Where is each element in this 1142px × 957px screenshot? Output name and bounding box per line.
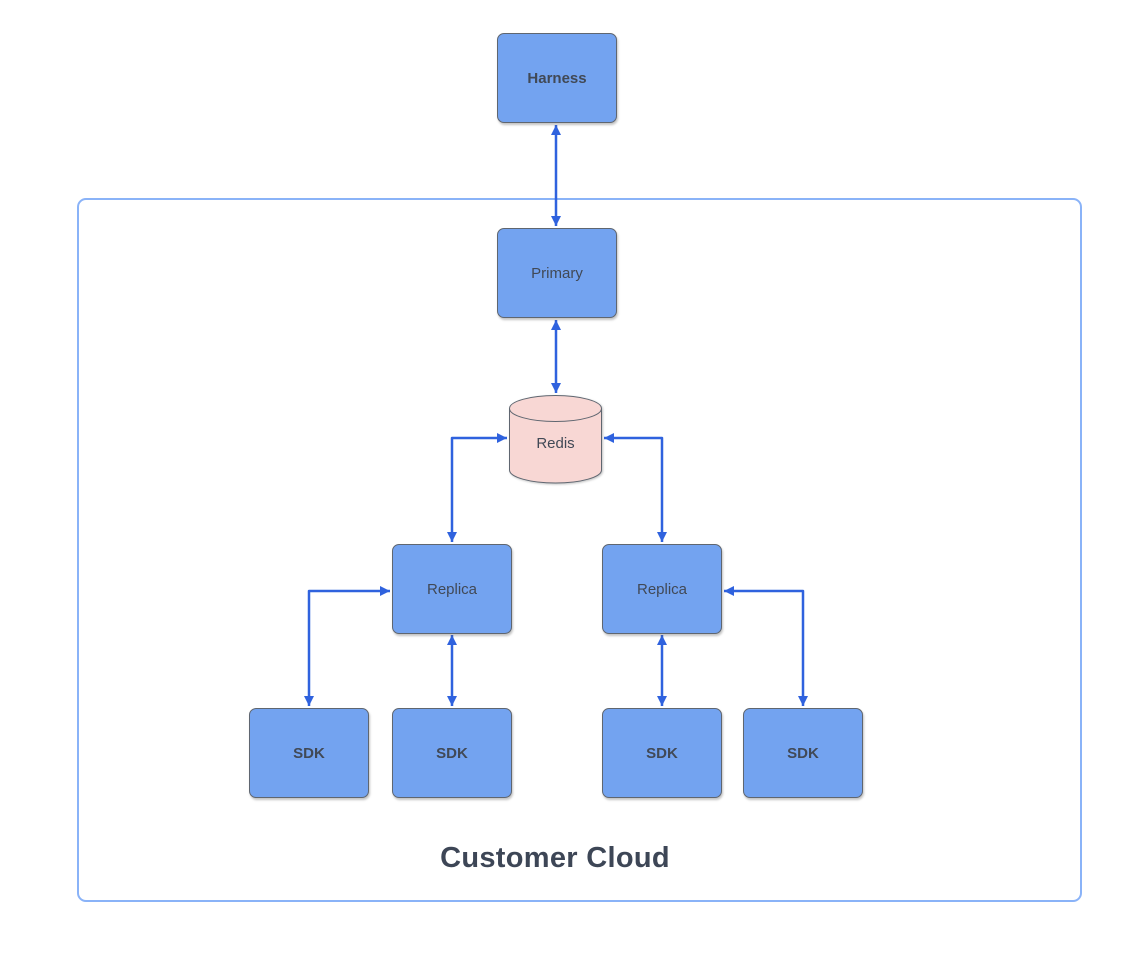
node-sdk-2-label: SDK: [436, 744, 468, 762]
node-sdk-3: SDK: [602, 708, 722, 798]
node-sdk-3-label: SDK: [646, 744, 678, 762]
node-replica-left: Replica: [392, 544, 512, 634]
node-sdk-4: SDK: [743, 708, 863, 798]
customer-cloud-container: [77, 198, 1082, 902]
customer-cloud-label: Customer Cloud: [440, 842, 670, 874]
node-replica-left-label: Replica: [426, 580, 478, 598]
node-replica-right-label: Replica: [636, 580, 688, 598]
node-sdk-1: SDK: [249, 708, 369, 798]
node-sdk-1-label: SDK: [293, 744, 325, 762]
node-sdk-4-label: SDK: [787, 744, 819, 762]
node-primary-label: Primary: [531, 264, 583, 282]
node-replica-right: Replica: [602, 544, 722, 634]
node-redis-label: Redis: [536, 435, 575, 452]
node-redis: Redis: [509, 395, 602, 484]
node-harness-label: Harness: [527, 69, 587, 87]
node-primary: Primary: [497, 228, 617, 318]
cylinder-shape-icon: [509, 395, 602, 484]
node-harness: Harness: [497, 33, 617, 123]
node-sdk-2: SDK: [392, 708, 512, 798]
